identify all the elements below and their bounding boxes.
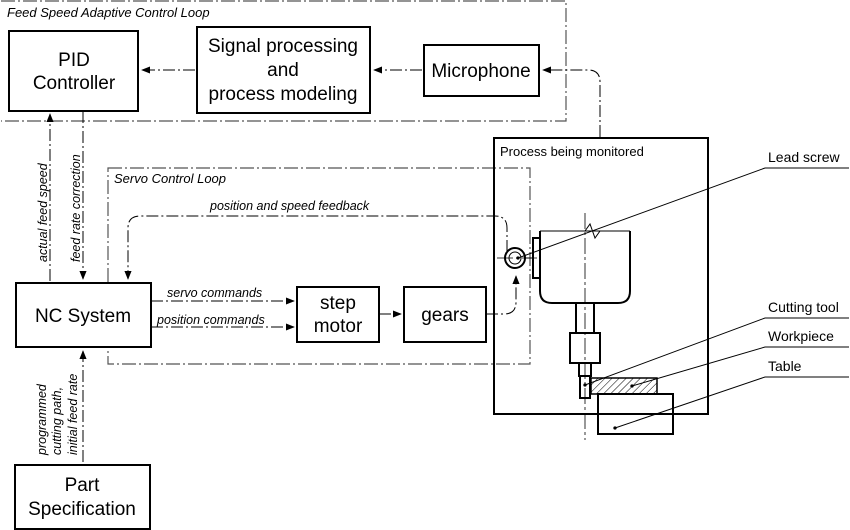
programmed-label-line1: programmed: [35, 383, 49, 456]
part-label-line1: Part: [65, 475, 101, 496]
feed-rate-correction-label: feed rate correction: [69, 154, 83, 262]
arrow-process-to-mic: [542, 66, 601, 137]
table-leader: [613, 376, 849, 430]
step-motor-line1: step: [320, 293, 356, 314]
position-commands-label: position commands: [156, 313, 265, 327]
feedback-label: position and speed feedback: [209, 199, 370, 213]
microphone-block: Microphone: [423, 44, 540, 97]
machine-drawing: [497, 213, 674, 440]
servo-commands-label: servo commands: [167, 286, 262, 300]
signal-processing-block: Signal processing and process modeling: [196, 26, 371, 114]
process-frame: Process being monitored: [493, 137, 709, 415]
pid-label-line2: Controller: [33, 73, 116, 94]
programmed-label-line2: cutting path,: [50, 387, 64, 455]
signal-label-line1: Signal processing: [208, 36, 358, 57]
nc-label: NC System: [35, 306, 131, 327]
gears-block: gears: [403, 286, 487, 343]
nc-system-block: NC System: [15, 282, 152, 348]
step-motor-line2: motor: [314, 316, 363, 337]
feed-loop-frame: Feed Speed Adaptive Control Loop: [1, 0, 567, 122]
part-specification-block: Part Specification: [14, 464, 151, 530]
signal-label-line3: process modeling: [209, 84, 358, 105]
cutting-tool-leader: [583, 317, 849, 387]
part-label-line2: Specification: [28, 499, 136, 520]
servo-loop-title: Servo Control Loop: [114, 171, 226, 186]
feed-loop-title: Feed Speed Adaptive Control Loop: [7, 5, 210, 20]
pid-label-line1: PID: [58, 50, 90, 71]
process-title: Process being monitored: [500, 144, 644, 159]
cutting-tool-callout: Cutting tool: [768, 299, 839, 315]
workpiece-icon: [590, 377, 658, 395]
arrow-position-speed-feedback: [124, 215, 508, 280]
signal-label-line2: and: [267, 60, 299, 81]
signal-lines: [46, 66, 601, 462]
microphone-label: Microphone: [431, 61, 530, 82]
lead-screw-leader: [516, 167, 849, 260]
callouts: Lead screw Cutting tool Workpiece Table: [516, 149, 849, 430]
servo-loop-frame: Servo Control Loop: [107, 167, 531, 365]
actual-feed-speed-label: actual feed speed: [36, 162, 50, 262]
step-motor-block: step motor: [296, 286, 380, 343]
pid-controller-block: PID Controller: [8, 30, 139, 112]
gears-label: gears: [421, 305, 469, 326]
programmed-label-line3: initial feed rate: [66, 374, 80, 455]
lead-screw-callout: Lead screw: [768, 149, 840, 165]
arrow-gears-to-screw: [486, 275, 520, 315]
workpiece-callout: Workpiece: [768, 328, 834, 344]
workpiece-leader: [630, 346, 849, 388]
table-callout: Table: [768, 358, 802, 374]
table-icon: [597, 393, 674, 435]
